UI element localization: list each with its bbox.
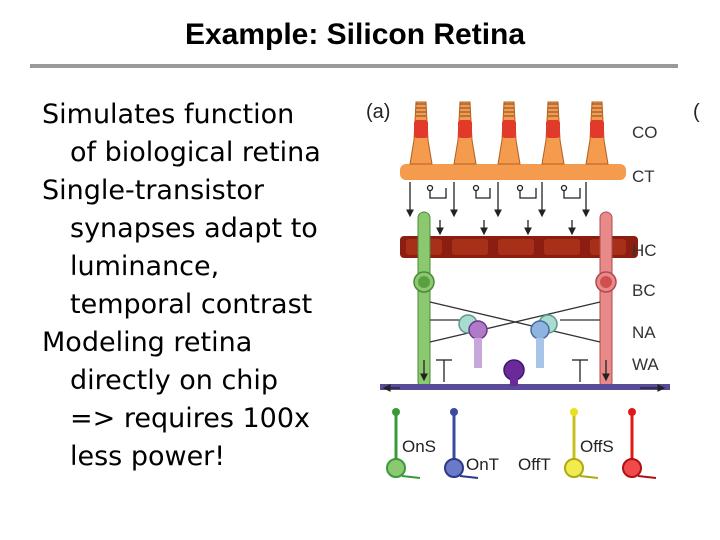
label-wa: WA — [632, 355, 659, 374]
bullet-item: Single-transistor synapses adapt to lumi… — [42, 172, 362, 324]
bullet-line: of biological retina — [70, 137, 321, 168]
horizontal-cell-layer — [400, 236, 638, 258]
label-offs: OffS — [580, 437, 614, 456]
horizontal-feedback — [436, 220, 576, 236]
title-divider — [30, 64, 678, 68]
layer-labels: CO CT HC BC NA WA — [632, 123, 659, 374]
label-bc: BC — [632, 281, 656, 300]
cone-cell — [453, 101, 477, 165]
edge-glyph: ( — [693, 101, 700, 123]
label-ct: CT — [632, 167, 655, 186]
bullet-line: => requires 100x — [70, 403, 310, 434]
bullet-list: Simulates function of biological retina … — [42, 96, 362, 476]
bullet-item: Modeling retina directly on chip => requ… — [42, 324, 362, 476]
bullet-line: Modeling retina — [42, 327, 253, 358]
cone-cell — [497, 101, 521, 165]
cone-band — [400, 164, 626, 180]
bullet-line: luminance, — [70, 251, 220, 282]
bullet-item: Simulates function of biological retina — [42, 96, 362, 172]
cone-cell — [409, 101, 433, 165]
label-offt: OffT — [518, 455, 551, 474]
bullet-line: less power! — [70, 441, 226, 472]
panel-label: (a) — [366, 101, 390, 123]
label-na: NA — [632, 323, 656, 342]
ons-ganglion-cell — [386, 408, 421, 479]
wa-synapses — [382, 359, 666, 392]
label-hc: HC — [632, 241, 657, 260]
label-ont: OnT — [466, 455, 499, 474]
cone-cell — [585, 101, 609, 165]
bullet-line: Simulates function — [42, 99, 295, 130]
offs-ganglion-cell — [622, 408, 657, 479]
cone-to-horizontal-synapses — [406, 182, 590, 218]
narrow-field-amacrine-cells — [458, 314, 558, 368]
label-co: CO — [632, 123, 658, 142]
label-ons: OnS — [402, 437, 436, 456]
offt-ganglion-cell — [564, 408, 599, 479]
bullet-line: Single-transistor — [42, 175, 264, 206]
bullet-line: synapses adapt to — [70, 213, 318, 244]
off-bipolar-cell — [595, 211, 617, 389]
wide-field-amacrine-cell — [380, 359, 670, 390]
wa-bar — [380, 384, 670, 390]
ont-ganglion-cell — [444, 408, 479, 479]
slide-title: Example: Silicon Retina — [184, 18, 526, 51]
bullet-line: directly on chip — [70, 365, 279, 396]
amacrine-crossing-wires — [429, 301, 601, 343]
bullet-line: temporal contrast — [70, 289, 313, 320]
silicon-retina-diagram: (a) ( — [366, 101, 700, 479]
cone-cell — [541, 101, 565, 165]
cone-layer — [400, 101, 626, 180]
output-labels: OnS OnT OffT OffS — [402, 437, 614, 474]
